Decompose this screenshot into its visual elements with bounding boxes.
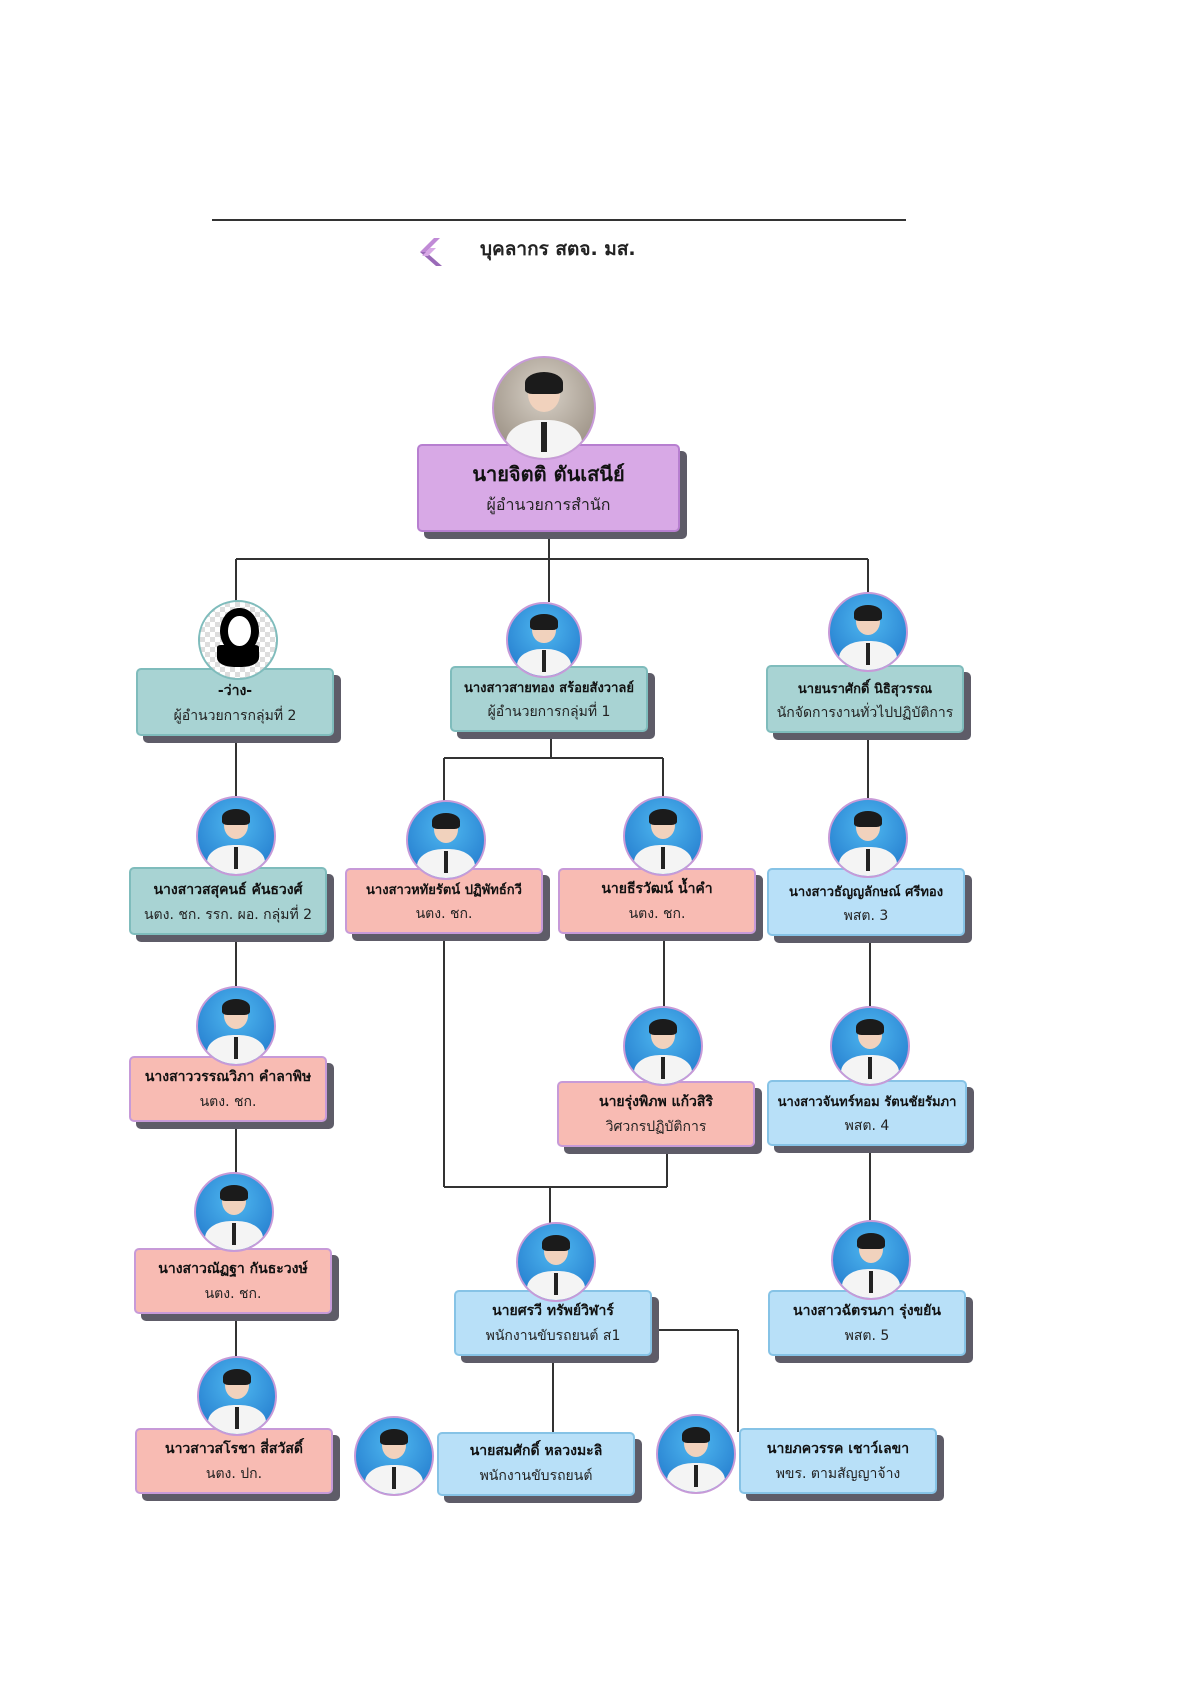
person-name: นาวสาวสโรชา สี่สวัสดิ์ bbox=[165, 1441, 303, 1457]
person-position: พนักงานขับรถยนต์ bbox=[479, 1468, 593, 1484]
page-title: บุคลากร สตจ. มส. bbox=[480, 238, 636, 260]
org-node-card: นายธีรวัฒน์ น้ำคำนตง. ชก. bbox=[558, 868, 756, 934]
person-position: พสต. 5 bbox=[844, 1328, 890, 1344]
person-name: นางสาวณัฏฐา กันธะวงษ์ bbox=[158, 1261, 308, 1277]
person-position: วิศวกรปฏิบัติการ bbox=[605, 1119, 707, 1135]
avatar bbox=[406, 800, 486, 880]
org-node-card: นางสาวสสุคนธ์ คันธวงศ์นตง. ชก. รรก. ผอ. … bbox=[129, 867, 327, 935]
avatar bbox=[197, 1356, 277, 1436]
avatar bbox=[354, 1416, 434, 1496]
person-name: -ว่าง- bbox=[217, 683, 253, 699]
person-position: พนักงานขับรถยนต์ ส1 bbox=[485, 1328, 621, 1344]
person-position: ผู้อำนวยการสำนัก bbox=[486, 495, 611, 514]
person-position: นตง. ชก. bbox=[415, 906, 473, 922]
org-node-card: นางสาวจันทร์หอม รัตนชัยรัมภาพสต. 4 bbox=[767, 1080, 967, 1146]
person-name: นายรุ่งพิภพ แก้วสิริ bbox=[599, 1094, 713, 1110]
avatar bbox=[623, 796, 703, 876]
person-name: นายภควรรค เชาว์เลขา bbox=[766, 1441, 910, 1457]
org-node-card: นางสาวธัญญลักษณ์ ศรีทองพสต. 3 bbox=[767, 868, 965, 936]
person-position: พขร. ตามสัญญาจ้าง bbox=[775, 1466, 901, 1482]
person-position: ผู้อำนวยการกลุ่มที่ 2 bbox=[173, 708, 297, 724]
avatar bbox=[196, 986, 276, 1066]
org-node-card: นายรุ่งพิภพ แก้วสิริวิศวกรปฏิบัติการ bbox=[557, 1081, 755, 1147]
person-position: นตง. ชก. bbox=[628, 906, 686, 922]
person-name: นางสาวสสุคนธ์ คันธวงศ์ bbox=[153, 882, 303, 898]
person-name: นายธีรวัฒน์ น้ำคำ bbox=[601, 881, 713, 897]
person-position: พสต. 3 bbox=[843, 908, 889, 924]
person-position: นตง. ปก. bbox=[205, 1466, 263, 1482]
org-node-card: นางสาวณัฏฐา กันธะวงษ์นตง. ชก. bbox=[134, 1248, 332, 1314]
person-name: นางสาวหทัยรัตน์ ปฏิพัทธ์กวี bbox=[366, 883, 522, 898]
org-node-card: นางสาววรรณวิภา คำลาพิษนตง. ชก. bbox=[129, 1056, 327, 1122]
avatar bbox=[830, 1006, 910, 1086]
person-name: นายจิตติ ตันเสนีย์ bbox=[472, 462, 625, 486]
person-position: นักจัดการงานทั่วไปปฏิบัติการ bbox=[776, 705, 954, 721]
avatar bbox=[623, 1006, 703, 1086]
avatar bbox=[516, 1222, 596, 1302]
avatar bbox=[196, 796, 276, 876]
avatar bbox=[831, 1220, 911, 1300]
avatar bbox=[828, 798, 908, 878]
avatar bbox=[194, 1172, 274, 1252]
person-name: นางสาวฉัตรนภา รุ่งขยัน bbox=[793, 1303, 941, 1319]
org-node-card: นายจิตติ ตันเสนีย์ผู้อำนวยการสำนัก bbox=[417, 444, 680, 532]
org-node-card: นายนราศักดิ์ นิธิสุวรรณนักจัดการงานทั่วไ… bbox=[766, 665, 964, 733]
org-node-card: นางสาวฉัตรนภา รุ่งขยันพสต. 5 bbox=[768, 1290, 966, 1356]
logo-icon bbox=[420, 238, 442, 266]
org-node-card: นายภควรรค เชาว์เลขาพขร. ตามสัญญาจ้าง bbox=[739, 1428, 937, 1494]
person-name: นางสาวสายทอง สร้อยสังวาลย์ bbox=[464, 681, 634, 696]
org-node-card: นาวสาวสโรชา สี่สวัสดิ์นตง. ปก. bbox=[135, 1428, 333, 1494]
person-name: นายสมศักดิ์ หลวงมะลิ bbox=[469, 1443, 603, 1459]
person-name: นายนราศักดิ์ นิธิสุวรรณ bbox=[797, 682, 933, 697]
vacant-avatar bbox=[198, 600, 278, 680]
avatar bbox=[656, 1414, 736, 1494]
avatar bbox=[828, 592, 908, 672]
avatar bbox=[492, 356, 596, 460]
org-node-card: นายสมศักดิ์ หลวงมะลิพนักงานขับรถยนต์ bbox=[437, 1432, 635, 1496]
person-position: นตง. ชก. รรก. ผอ. กลุ่มที่ 2 bbox=[143, 907, 313, 923]
person-position: ผู้อำนวยการกลุ่มที่ 1 bbox=[487, 704, 611, 720]
person-position: พสต. 4 bbox=[844, 1118, 890, 1134]
person-position: นตง. ชก. bbox=[204, 1286, 262, 1302]
avatar bbox=[506, 602, 582, 678]
person-name: นางสาวธัญญลักษณ์ ศรีทอง bbox=[788, 885, 944, 900]
person-name: นางสาววรรณวิภา คำลาพิษ bbox=[144, 1069, 312, 1085]
header-divider bbox=[212, 219, 906, 221]
person-position: นตง. ชก. bbox=[199, 1094, 257, 1110]
person-name: นายศรวี ทรัพย์วิฬาร์ bbox=[492, 1303, 614, 1319]
person-name: นางสาวจันทร์หอม รัตนชัยรัมภา bbox=[777, 1095, 957, 1110]
